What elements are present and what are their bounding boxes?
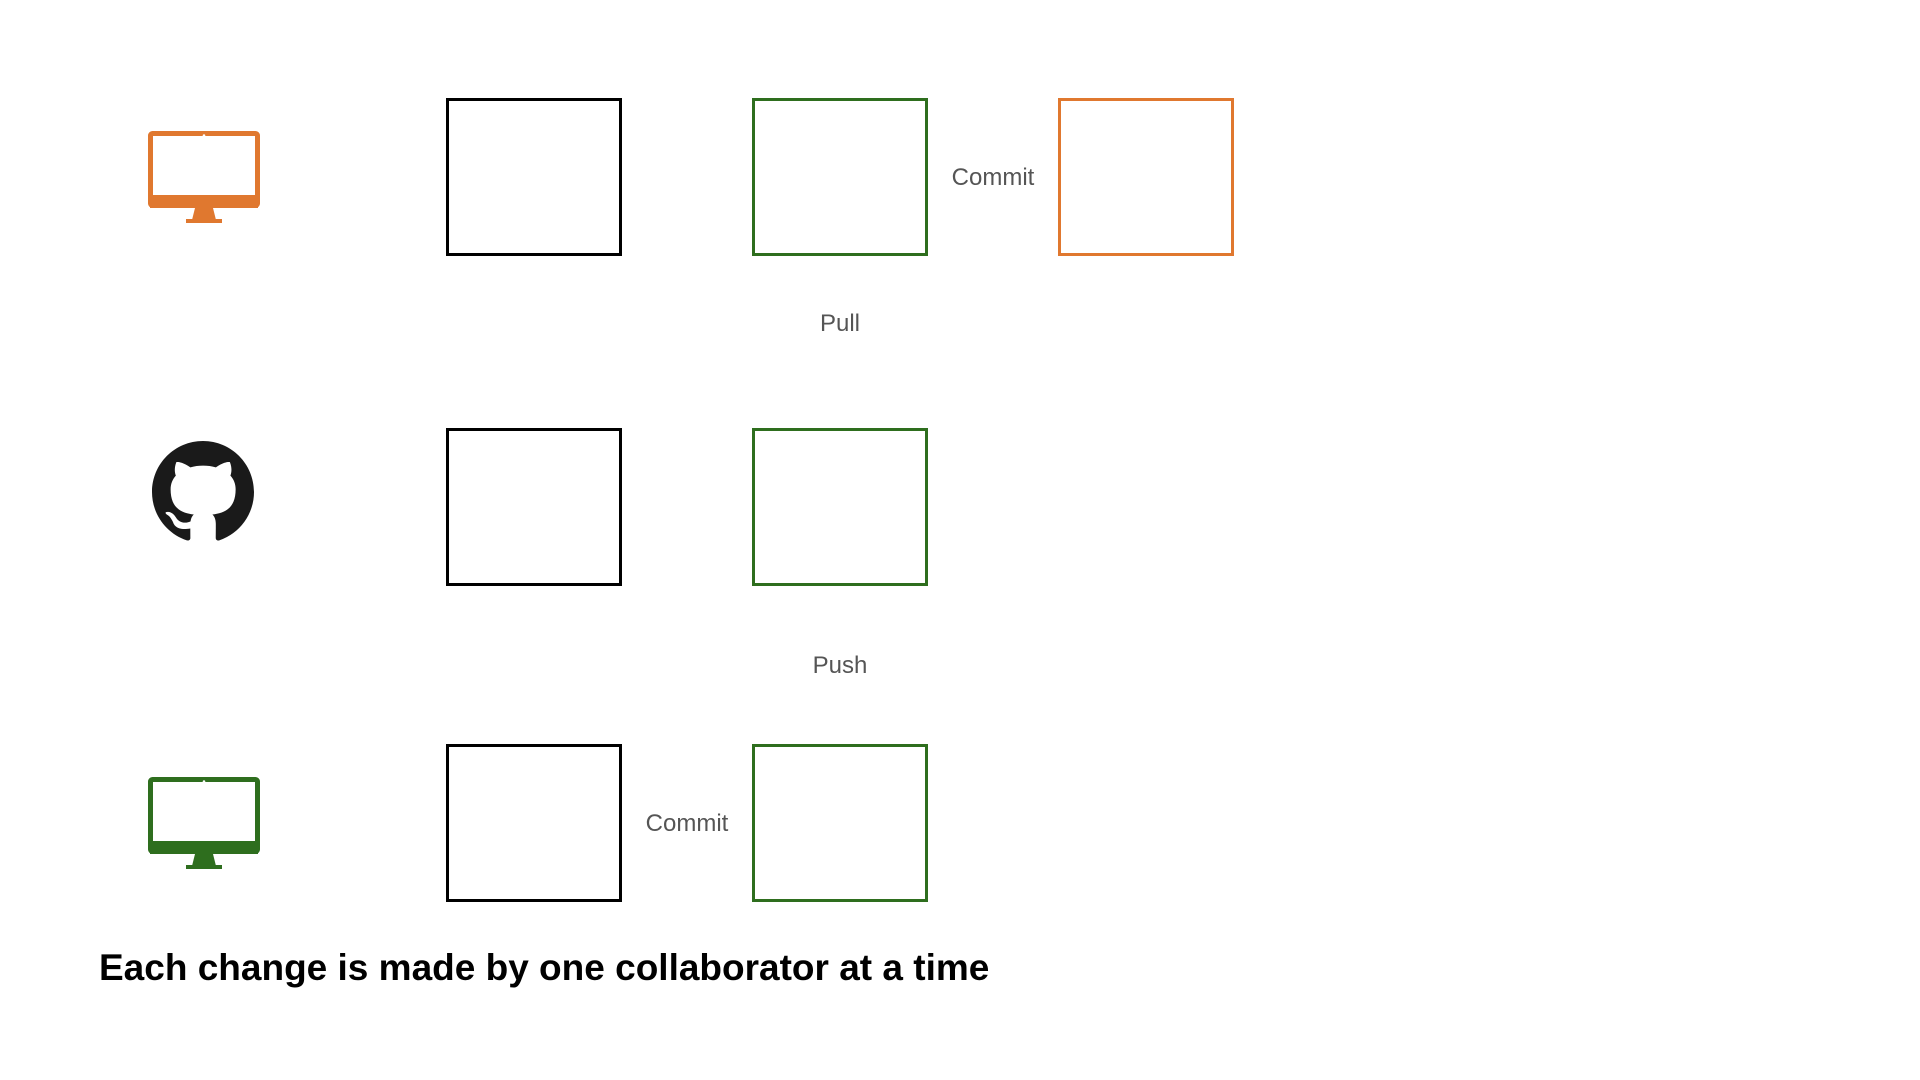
remote-pushed-file bbox=[752, 428, 928, 586]
push-label: Push bbox=[812, 652, 868, 679]
pull-label: Pull bbox=[819, 310, 861, 337]
collaborator-b-base-file bbox=[446, 744, 622, 902]
collaborator-a-pulled-file bbox=[752, 98, 928, 256]
github-icon bbox=[152, 441, 254, 543]
collaborator-a-committed-file bbox=[1058, 98, 1234, 256]
orange-monitor-icon bbox=[148, 131, 260, 224]
diagram-caption: Each change is made by one collaborator … bbox=[99, 947, 990, 988]
commit-label-top: Commit bbox=[951, 164, 1035, 191]
collaborator-b-committed-file bbox=[752, 744, 928, 902]
commit-label-bottom: Commit bbox=[645, 810, 729, 837]
green-monitor-icon bbox=[148, 777, 260, 870]
collaborator-a-base-file bbox=[446, 98, 622, 256]
remote-base-file bbox=[446, 428, 622, 586]
